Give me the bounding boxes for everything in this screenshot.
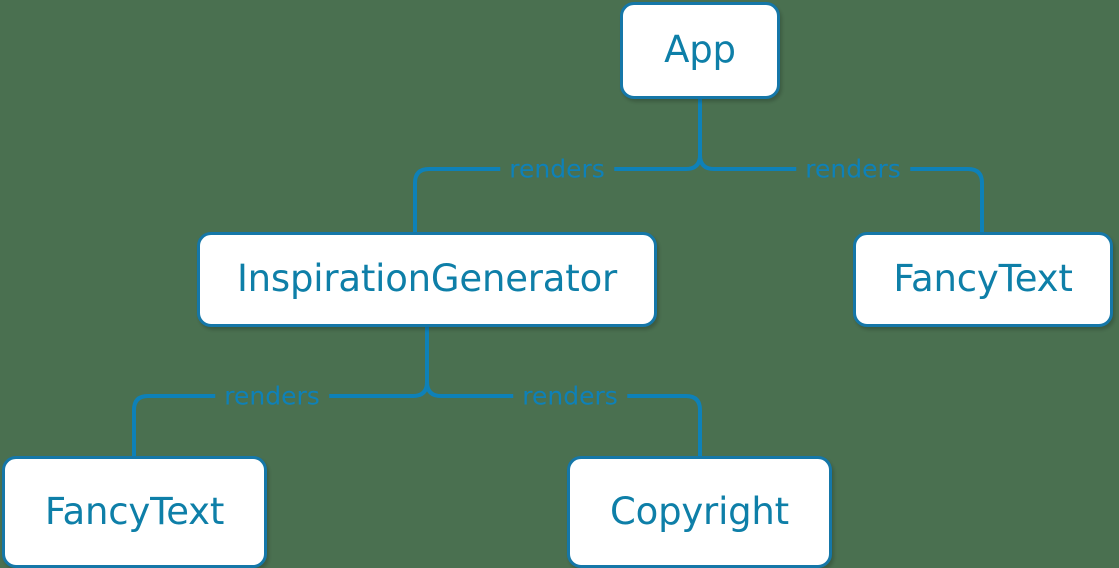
node-app[interactable]: App bbox=[620, 2, 780, 99]
connector-inspiration-stem-left bbox=[411, 380, 429, 398]
node-fancytext-left[interactable]: FancyText bbox=[2, 456, 267, 568]
connector-app-stem-left bbox=[684, 153, 702, 171]
edge-label-app-to-fancytext: renders bbox=[796, 156, 910, 182]
node-copyright[interactable]: Copyright bbox=[567, 456, 832, 568]
edge-label-inspirationgenerator-to-copyright: renders bbox=[513, 383, 627, 409]
node-fancytext-left-label: FancyText bbox=[44, 489, 225, 533]
edge-label-inspirationgenerator-to-fancytext: renders bbox=[215, 383, 329, 409]
node-app-label: App bbox=[664, 28, 736, 72]
node-fancytext-right-label: FancyText bbox=[893, 257, 1073, 301]
node-copyright-label: Copyright bbox=[610, 489, 789, 533]
node-inspirationgenerator-label: InspirationGenerator bbox=[236, 257, 618, 301]
node-fancytext-right[interactable]: FancyText bbox=[853, 232, 1113, 327]
edge-label-app-to-inspirationgenerator: renders bbox=[500, 156, 614, 182]
node-inspirationgenerator[interactable]: InspirationGenerator bbox=[197, 232, 657, 327]
connector-app-stem bbox=[698, 97, 716, 171]
connector-inspiration-stem bbox=[425, 325, 443, 398]
